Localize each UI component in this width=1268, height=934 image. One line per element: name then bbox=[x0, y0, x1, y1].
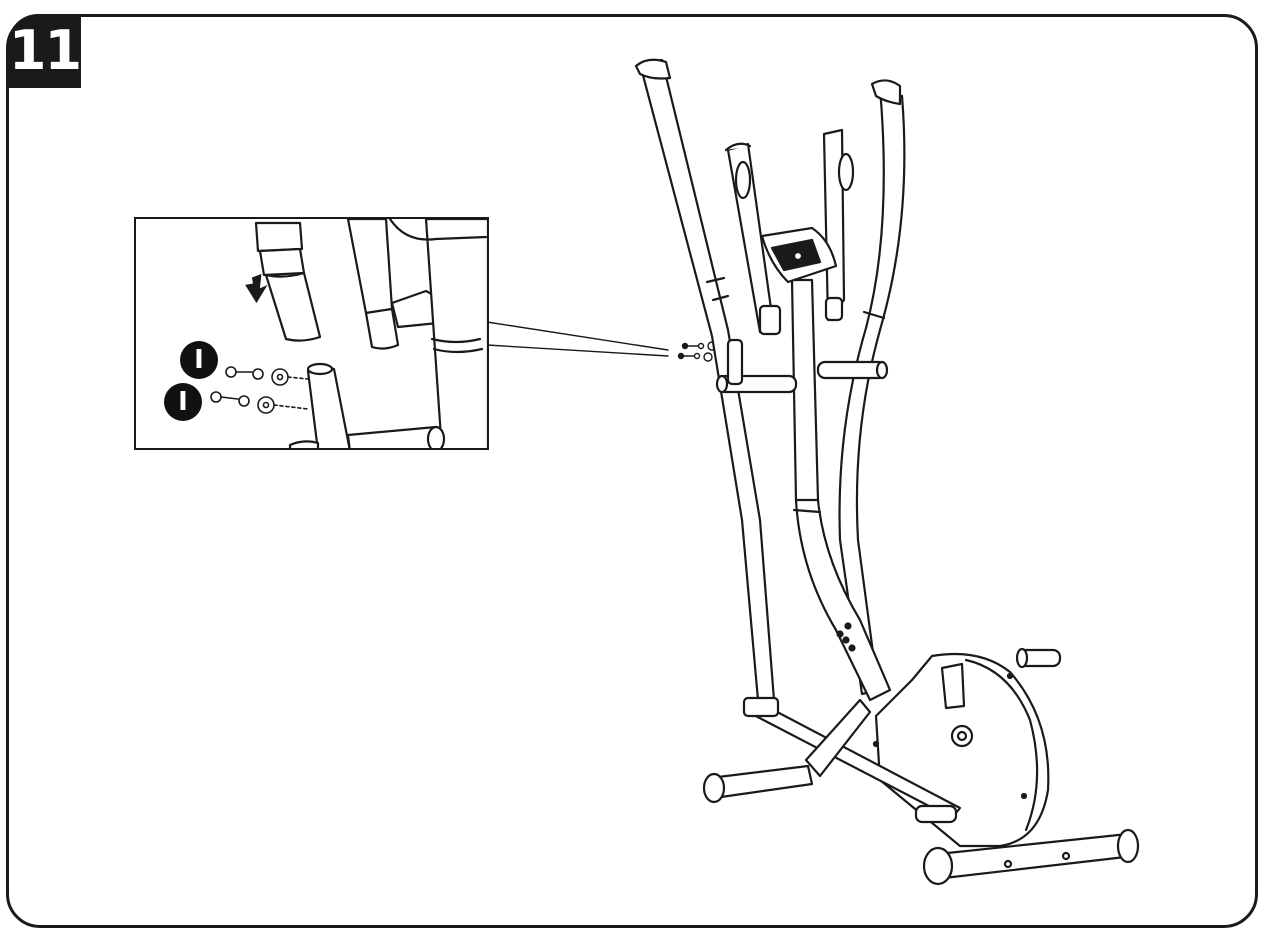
callout-badge-2: I bbox=[164, 383, 202, 421]
bolt-row-1 bbox=[225, 366, 309, 386]
callout-label: I bbox=[178, 387, 188, 417]
instruction-frame bbox=[6, 14, 1258, 928]
callout-badge-1: I bbox=[180, 341, 218, 379]
central-upright bbox=[790, 278, 892, 702]
pedal-rail bbox=[742, 696, 962, 824]
callout-label: I bbox=[194, 345, 204, 375]
inset-detail-view: I I bbox=[134, 217, 489, 450]
right-fixed-handle bbox=[822, 128, 855, 322]
front-stabilizer bbox=[702, 698, 872, 804]
step-number-badge: 11 bbox=[8, 14, 82, 88]
leader-line-bottom bbox=[486, 344, 669, 357]
bolt-row-2 bbox=[210, 391, 309, 414]
bolt-set-main bbox=[677, 341, 717, 362]
rear-pedal-handle bbox=[1015, 647, 1062, 669]
lower-tube bbox=[306, 365, 351, 448]
rear-stabilizer bbox=[922, 828, 1140, 886]
middle-tube bbox=[346, 219, 394, 315]
step-number: 11 bbox=[8, 19, 82, 82]
right-upright bbox=[424, 219, 487, 448]
flywheel-housing bbox=[872, 652, 1050, 848]
down-arrow-icon bbox=[245, 273, 268, 304]
pivot-crossbar bbox=[715, 296, 889, 394]
leader-line-top bbox=[486, 321, 669, 351]
upper-tube bbox=[254, 221, 304, 253]
console bbox=[760, 226, 838, 284]
inset-illustration bbox=[210, 219, 487, 448]
